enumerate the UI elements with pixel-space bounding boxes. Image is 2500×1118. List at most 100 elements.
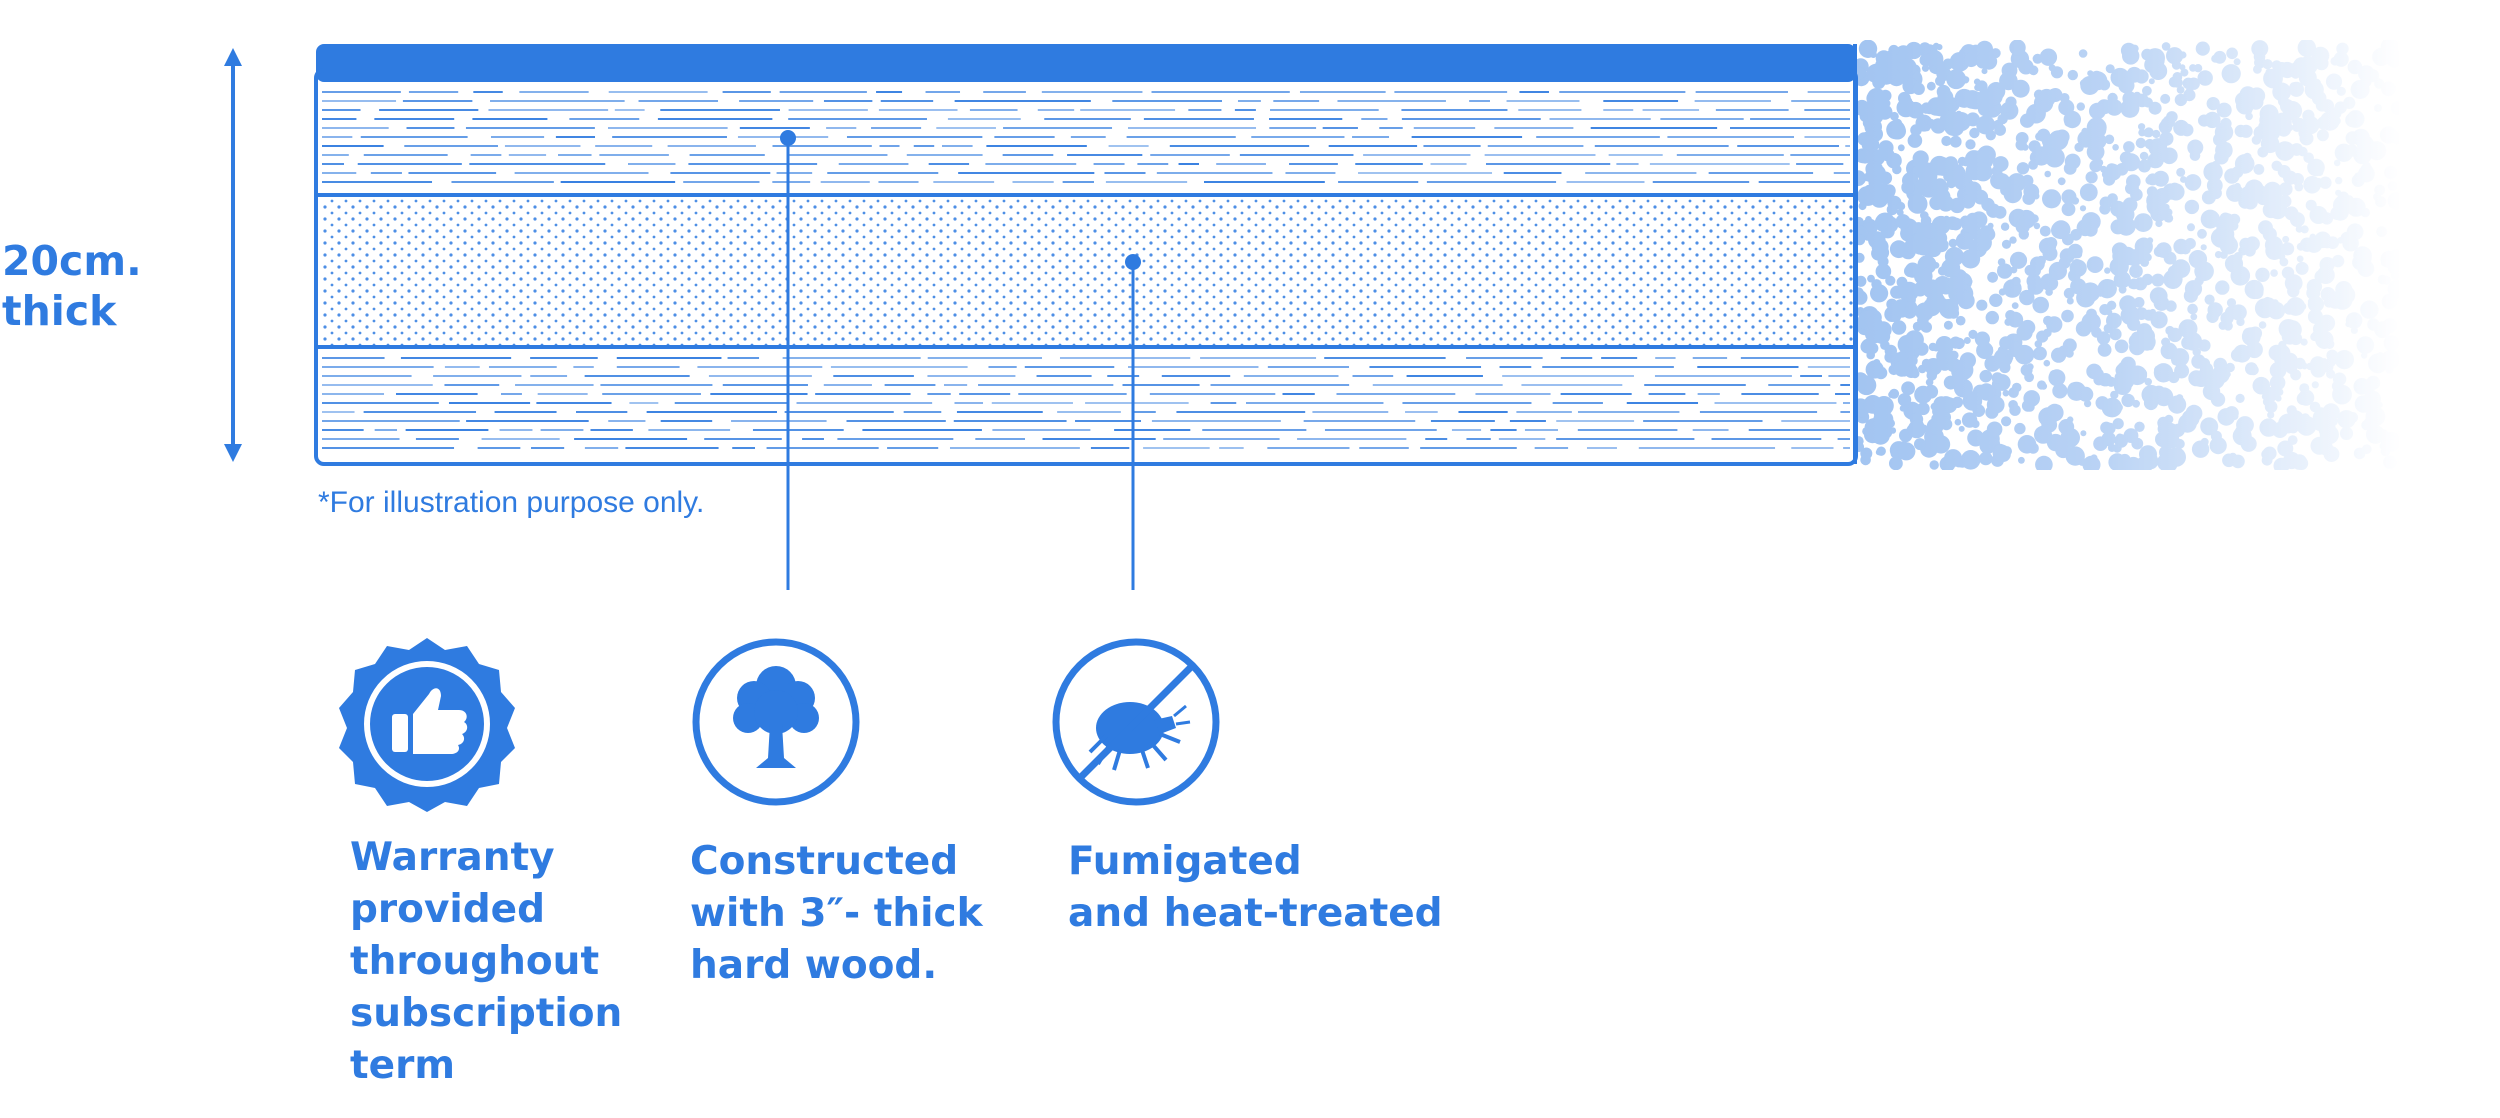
foam-bubble [1929, 65, 1937, 73]
foam-bubble [2135, 137, 2147, 149]
foam-bubble [2009, 236, 2017, 244]
foam-bubble [2374, 104, 2382, 113]
foam-bubble [2075, 320, 2092, 337]
foam-bubble [2103, 279, 2117, 293]
foam-bubble [2125, 182, 2137, 195]
foam-bubble [2151, 273, 2165, 287]
foam-bubble [2048, 130, 2069, 151]
foam-bubble [2061, 309, 2074, 323]
foam-bubble [2294, 357, 2306, 370]
foam-bubble [2291, 116, 2302, 126]
foam-bubble [1961, 276, 1970, 285]
foam-bubble [2061, 202, 2076, 217]
foam-bubble [2354, 172, 2363, 181]
foam-bubble [1921, 358, 1931, 368]
foam-bubble [2023, 390, 2040, 407]
foam-bubble [2233, 58, 2241, 66]
foam-bubble [2035, 350, 2046, 361]
foam-bubble [2084, 400, 2092, 408]
foam-bubble [2161, 337, 2171, 347]
foam-bubble [2104, 134, 2115, 145]
foam-bubble [2342, 234, 2359, 252]
foam-bubble [1932, 42, 1940, 50]
foam-bubble [1890, 450, 1899, 458]
foam-bubble [2161, 147, 2178, 165]
foam-bubble [2167, 327, 2183, 343]
foam-bubble [2129, 264, 2143, 279]
foam-bubble [2029, 264, 2041, 277]
foam-bubble [2283, 302, 2296, 315]
foam-bubble [1953, 378, 1973, 398]
foam-bubble [2380, 37, 2399, 56]
foam-bubble [2296, 255, 2304, 263]
foam-bubble [2085, 290, 2098, 302]
foam-bubble [2231, 454, 2245, 469]
foam-bubble [2309, 233, 2317, 241]
foam-bubble [2352, 254, 2368, 271]
foam-bubble [2209, 212, 2220, 223]
foam-bubble [1891, 320, 1907, 335]
foam-bubble [2187, 303, 2198, 315]
foam-bubble [2299, 302, 2307, 310]
foam-bubble [2387, 181, 2398, 191]
foam-bubble [2033, 222, 2041, 230]
foam-bubble [2063, 110, 2081, 129]
foam-bubble [1979, 451, 1993, 466]
foam-bubble [2024, 372, 2034, 383]
foam-bubble [2068, 439, 2076, 447]
foam-bubble [2202, 382, 2221, 401]
foam-bubble [2150, 311, 2168, 329]
foam-bubble [2108, 453, 2127, 472]
foam-bubble [1877, 256, 1889, 267]
foam-bubble [2316, 129, 2329, 142]
foam-bubble [2311, 381, 2319, 389]
foam-bubble [2235, 424, 2250, 440]
foam-bubble [2002, 264, 2012, 273]
foam-bubble [2082, 455, 2101, 474]
foam-bubble [2097, 343, 2112, 357]
foam-bubble [2095, 140, 2104, 149]
foam-bubble [2063, 162, 2077, 175]
foam-bubble [2125, 456, 2142, 474]
foam-bubble [2099, 304, 2111, 316]
foam-bubble [1943, 156, 1959, 171]
foam-bubble [1946, 359, 1960, 372]
foam-bubble [2281, 328, 2298, 345]
foam-bubble [1962, 90, 1982, 109]
foam-bubble [2079, 205, 2087, 212]
foam-bubble [2226, 47, 2238, 60]
foam-bubble [2391, 296, 2398, 304]
foam-bubble [1918, 166, 1938, 186]
foam-bubble [2061, 189, 2077, 205]
foam-bubble [2219, 413, 2232, 426]
foam-texture [1850, 37, 2407, 475]
foam-bubble [2159, 126, 2167, 133]
foam-bubble [2180, 68, 2189, 77]
foam-bubble [2166, 447, 2186, 467]
foam-bubble [1865, 160, 1882, 178]
foam-bubble [2164, 214, 2174, 223]
foam-bubble [1976, 115, 1996, 135]
foam-bubble [2278, 413, 2298, 434]
foam-bubble [1981, 68, 1988, 75]
mattress-body [314, 44, 1858, 466]
foam-bubble [2219, 236, 2238, 255]
foam-bubble [2303, 176, 2321, 194]
foam-bubble [2390, 101, 2405, 115]
foam-bubble [2169, 182, 2181, 194]
foam-bubble [1991, 110, 1998, 117]
foam-bubble [2093, 436, 2108, 452]
foam-bubble [2121, 393, 2135, 408]
foam-bubble [1865, 216, 1872, 223]
foam-bubble [2044, 147, 2065, 168]
foam-bubble [2319, 176, 2332, 189]
foam-bubble [2048, 270, 2057, 279]
foam-bubble [2257, 146, 2269, 158]
foam-bubble [2384, 165, 2398, 180]
foam-bubble [2220, 311, 2234, 325]
foam-bubble [1949, 135, 1962, 148]
foam-bubble [2089, 102, 2106, 120]
foam-bubble [2230, 304, 2247, 321]
foam-bubble [2200, 437, 2209, 446]
foam-bubble [2367, 141, 2387, 161]
